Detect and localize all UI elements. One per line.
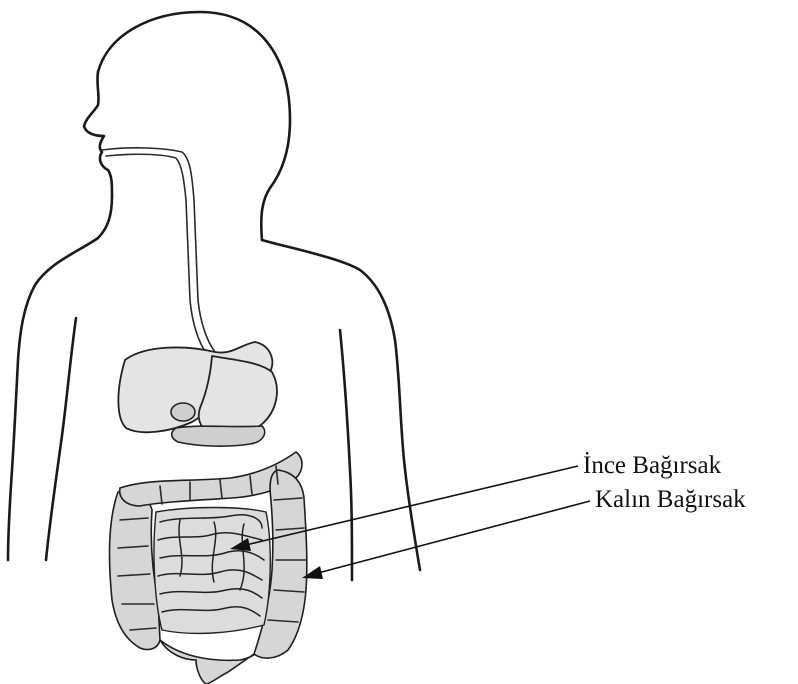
pointer-large-intestine: [318, 501, 590, 573]
small-intestine: [154, 508, 270, 634]
pancreas: [172, 426, 265, 446]
label-small-intestine: İnce Bağırsak: [583, 453, 721, 478]
gallbladder: [171, 403, 195, 421]
label-large-intestine: Kalın Bağırsak: [595, 487, 746, 512]
esophagus: [102, 148, 215, 354]
stomach: [199, 356, 277, 438]
